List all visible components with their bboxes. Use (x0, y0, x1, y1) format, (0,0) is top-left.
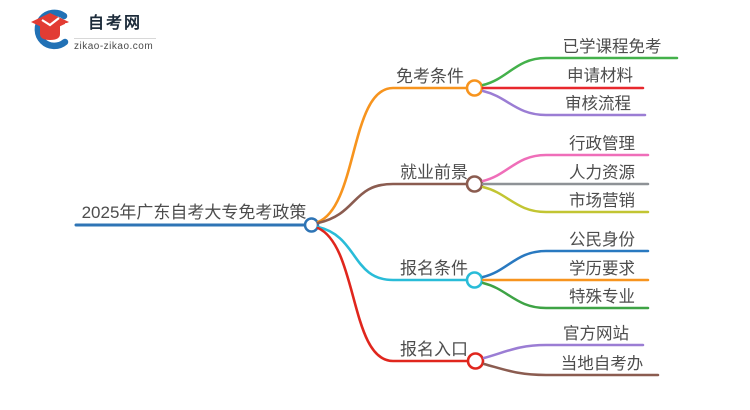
branch-3-curve (316, 226, 469, 363)
root-label: 2025年广东自考大专免考政策 (82, 203, 307, 222)
subtopic-0-2-label: 审核流程 (565, 94, 631, 113)
subtopic-0-2-underline (481, 89, 647, 117)
subtopic-2-2-label: 特殊专业 (569, 287, 635, 306)
branch-3-node-circle (466, 352, 485, 370)
subtopic-2-1-label: 学历要求 (569, 259, 635, 278)
branch-3-label: 报名入口 (400, 340, 468, 359)
branch-0-node-circle (465, 79, 484, 97)
logo-crescent (34, 9, 69, 50)
site-logo[interactable]: 自考网 zikao-zikao.com (28, 8, 156, 52)
subtopic-1-2-label: 市场营销 (569, 191, 635, 210)
subtopic-1-0-underline (481, 153, 650, 183)
subtopic-1-0-label: 行政管理 (569, 134, 635, 153)
subtopic-0-0-underline (481, 56, 679, 87)
branch-1-node-circle (465, 175, 484, 193)
graduation-cap-logo-icon (31, 9, 69, 50)
branch-2-node-circle (465, 271, 484, 289)
subtopic-2-0-underline (481, 249, 650, 279)
site-name: 自考网 (87, 15, 142, 32)
subtopic-1-2-underline (481, 185, 650, 214)
subtopic-3-0-label: 官方网站 (563, 324, 629, 343)
branch-0-label: 免考条件 (396, 67, 464, 86)
subtopic-2-2-underline (481, 281, 650, 310)
logo-cap-highlight (41, 17, 60, 27)
subtopic-3-1-underline (482, 362, 660, 377)
branch-2-curve (316, 225, 468, 282)
logo-cap-board (31, 13, 69, 31)
subtopic-3-1-label: 当地自考办 (561, 354, 644, 373)
branch-2-label: 报名条件 (400, 259, 468, 278)
subtopic-3-0-underline (482, 343, 645, 360)
subtopic-1-1-label: 人力资源 (569, 163, 635, 182)
logo-divider (74, 37, 156, 39)
branch-1-label: 就业前景 (400, 163, 468, 182)
branch-1-curve (316, 182, 468, 225)
subtopic-2-0-label: 公民身份 (569, 230, 636, 249)
subtopic-0-0-label: 已学课程免考 (563, 37, 662, 56)
logo-text-block: 自考网 zikao-zikao.com (74, 8, 156, 52)
subtopic-0-1-label: 申请材料 (567, 66, 633, 85)
root-node-circle (303, 217, 320, 233)
branch-0-curve (316, 86, 468, 224)
site-url: zikao-zikao.com (74, 40, 154, 52)
